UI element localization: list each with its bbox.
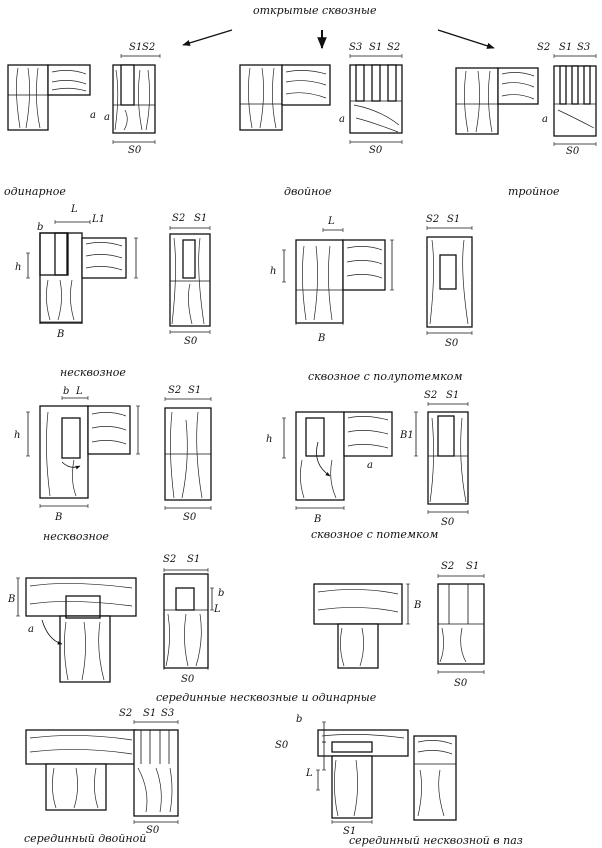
diagram-middle-single: B S2 S1 S0	[313, 561, 485, 689]
direction-arrows	[182, 29, 495, 50]
label-h: h	[270, 266, 276, 277]
label-s1: S1	[188, 385, 201, 396]
label-s2: S2	[168, 385, 181, 396]
label-s1: S1	[466, 561, 479, 572]
label-s0: S0	[369, 145, 383, 156]
label-s1: S1	[194, 213, 207, 224]
label-s1: S1	[129, 42, 142, 53]
diagram-middle-double: S2 S1 S3 S0	[25, 708, 179, 836]
caption-middle-groove: серединный несквозной в паз	[349, 834, 523, 847]
label-s3: S3	[577, 42, 590, 53]
label-s1: S1	[343, 826, 356, 837]
caption-single: одинарное	[4, 185, 66, 198]
label-s3: S3	[161, 708, 174, 719]
label-s0: S0	[454, 678, 468, 689]
label-h: h	[266, 434, 272, 445]
label-s2: S2	[172, 213, 185, 224]
label-s1: S1	[446, 390, 459, 401]
caption-blind-2: несквозное	[43, 530, 109, 543]
diagram-blind-1: b L L1 h B S2 S1 S0	[15, 204, 211, 347]
label-s1: S1	[447, 214, 460, 225]
label-b-upper: B	[313, 514, 321, 525]
label-a: a	[28, 624, 34, 635]
caption-middle-blind-single: серединные несквозные и одинарные	[156, 691, 377, 704]
label-a: a	[367, 460, 373, 471]
label-b: b	[218, 588, 224, 599]
label-a: a	[339, 114, 345, 125]
label-s0: S0	[275, 740, 289, 751]
label-s0: S0	[183, 512, 197, 523]
label-h: h	[15, 262, 21, 273]
caption-double: двойное	[284, 185, 332, 198]
diagram-single: a S1 S2 S0 a	[7, 42, 161, 156]
label-s0: S0	[445, 338, 459, 349]
label-s0: S0	[441, 517, 455, 528]
label-s2: S2	[441, 561, 454, 572]
label-s2: S2	[142, 42, 155, 53]
label-l: L	[75, 386, 83, 397]
label-b-upper: B	[7, 594, 15, 605]
label-a: a	[104, 112, 110, 123]
label-h: h	[14, 430, 20, 441]
label-b1: B1	[399, 430, 414, 441]
label-b-upper: B	[56, 329, 64, 340]
label-s0: S0	[566, 146, 580, 157]
label-s0: S0	[184, 336, 198, 347]
label-b-upper: B	[54, 512, 62, 523]
label-l1: L1	[91, 214, 105, 225]
label-s2: S2	[387, 42, 400, 53]
diagram-half-haunch: L h B S2 S1 S0	[270, 214, 473, 349]
caption-haunch: сквозное с потемком	[311, 528, 439, 541]
diagram-middle-groove: b S0 L S1	[275, 714, 457, 837]
label-b: b	[37, 222, 43, 233]
label-s0: S0	[146, 825, 160, 836]
label-b-upper: B	[413, 600, 421, 611]
label-s2: S2	[426, 214, 439, 225]
caption-blind-1: несквозное	[60, 366, 126, 379]
caption-open-through: открытые сквозные	[253, 4, 377, 17]
label-s2: S2	[424, 390, 437, 401]
label-s2: S2	[119, 708, 132, 719]
label-s0: S0	[128, 145, 142, 156]
label-s0: S0	[181, 674, 195, 685]
label-a: a	[542, 114, 548, 125]
diagram-triple: S2 S1 S3 S0 a	[455, 42, 597, 157]
label-s2: S2	[163, 554, 176, 565]
caption-half-haunch: сквозное с полупотемком	[308, 370, 463, 383]
label-l: L	[305, 768, 313, 779]
label-l: L	[327, 216, 335, 227]
label-s3: S3	[349, 42, 362, 53]
diagram-middle-blind: B a S2 S1 b L S0	[7, 554, 224, 685]
label-b: b	[296, 714, 302, 725]
diagram-haunch: h B a B1 S2 S1 S0	[266, 390, 469, 528]
label-l: L	[213, 604, 221, 615]
label-s2: S2	[537, 42, 550, 53]
diagram-double: S3 S1 S2 S0 a	[239, 42, 403, 156]
caption-triple: тройное	[508, 185, 560, 198]
label-b: b	[63, 386, 69, 397]
caption-middle-double: серединный двойной	[24, 832, 147, 845]
label-s1: S1	[369, 42, 382, 53]
label-b-upper: B	[317, 333, 325, 344]
diagram-blind-2: b L h B S2 S1 S0	[14, 385, 212, 523]
label-s1: S1	[187, 554, 200, 565]
label-s1: S1	[143, 708, 156, 719]
label-s1: S1	[559, 42, 572, 53]
label-a: a	[90, 110, 96, 121]
label-l: L	[70, 204, 78, 215]
